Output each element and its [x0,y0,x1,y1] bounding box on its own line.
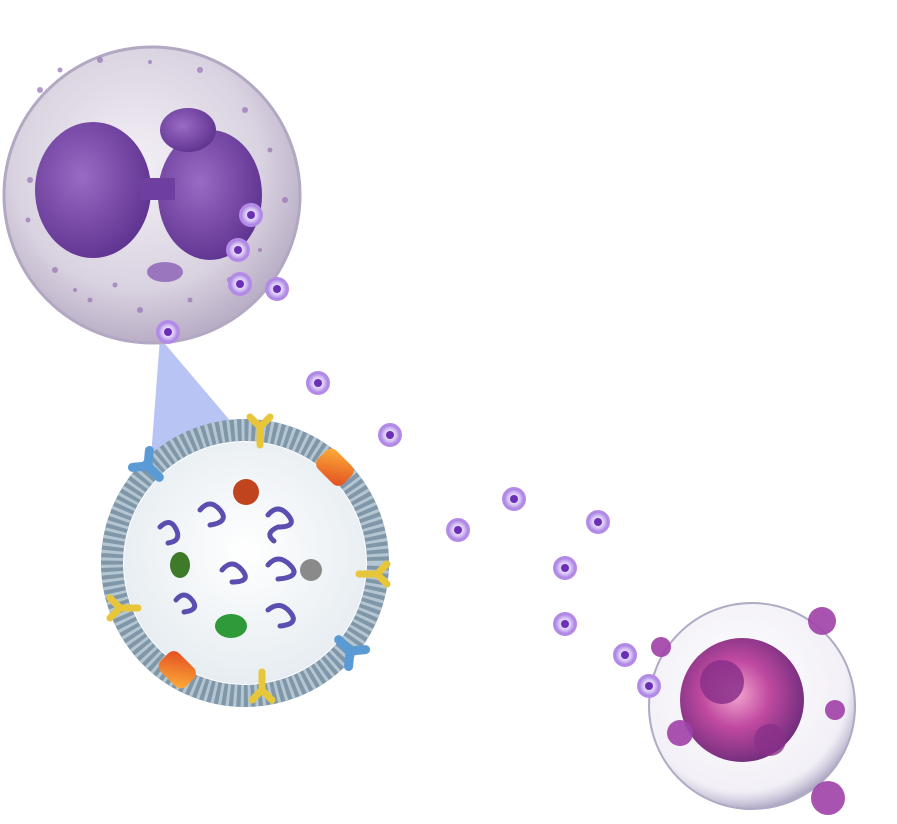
vesicle-icon [306,371,330,395]
vesicle-icon [502,487,526,511]
vesicle-icon [613,643,637,667]
neutrophil-icon [2,45,302,345]
lobed-nucleus [35,108,262,282]
vesicle-stream [156,203,661,698]
vesicle-icon [226,238,250,262]
vesicle-cargo [157,479,322,638]
vesicle-icon [553,612,577,636]
vesicle-icon [378,423,402,447]
vesicle-icon [553,556,577,580]
extracellular-vesicle-icon [101,413,391,707]
vesicle-icon [239,203,263,227]
vesicle-icon [156,320,180,344]
vesicle-icon [637,674,661,698]
vesicle-icon [586,510,610,534]
membrane-receptors [106,413,391,704]
mirna-icon [157,501,297,629]
vesicle-icon [446,518,470,542]
protein-icon [233,479,259,505]
vesicle-icon [265,277,289,301]
vesicle-icon [228,272,252,296]
recipient-cell-icon [648,602,856,815]
